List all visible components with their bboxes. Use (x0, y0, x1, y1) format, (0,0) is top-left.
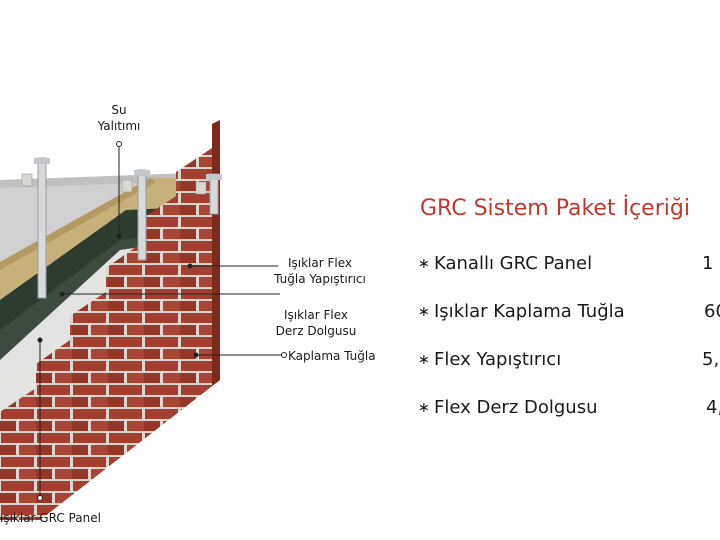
bullet-icon: ∗ (418, 304, 430, 320)
package-item-4: ∗ Flex Derz Dolgusu 4, (418, 396, 720, 420)
item-qty: 1 (702, 253, 714, 274)
label-su-line2: Yalıtımı (97, 119, 141, 133)
package-item-1: ∗ Kanallı GRC Panel 1 (418, 252, 720, 276)
item-label: Flex Yapıştırıcı (434, 349, 562, 370)
label-su-yalitimi: Su Yalıtımı (94, 102, 144, 134)
bullet-icon: ∗ (418, 256, 430, 272)
item-label: Flex Derz Dolgusu (434, 397, 598, 418)
package-title: GRC Sistem Paket İçeriği (420, 196, 690, 221)
package-item-2: ∗ Işıklar Kaplama Tuğla 60 (418, 300, 720, 324)
label-yap-line2: Tuğla Yapıştırıcı (274, 272, 366, 286)
item-qty: 60 (704, 301, 720, 322)
metal-studs (21, 157, 222, 299)
label-kaplama-tugla: Kaplama Tuğla (288, 349, 376, 363)
package-item-3: ∗ Flex Yapıştırıcı 5, (418, 348, 720, 372)
label-tugla-yapistirici: Işıklar Flex Tuğla Yapıştırıcı (270, 255, 370, 287)
leader-lines (37, 141, 287, 501)
item-label: Işıklar Kaplama Tuğla (434, 301, 625, 322)
item-qty: 5, (702, 349, 720, 370)
label-grc-panel: ışıklar GRC Panel (0, 511, 101, 525)
wall-section-diagram (0, 120, 287, 520)
label-derz-dolgusu: Işıklar Flex Derz Dolgusu (268, 307, 364, 339)
item-qty: 4, (706, 397, 720, 418)
label-derz-line1: Işıklar Flex (283, 308, 349, 322)
item-label: Kanallı GRC Panel (434, 253, 593, 274)
label-su-line1: Su (111, 103, 127, 117)
bullet-icon: ∗ (418, 352, 430, 368)
label-yap-line1: Işıklar Flex (287, 256, 353, 270)
label-derz-line2: Derz Dolgusu (275, 324, 357, 338)
bullet-icon: ∗ (418, 400, 430, 416)
